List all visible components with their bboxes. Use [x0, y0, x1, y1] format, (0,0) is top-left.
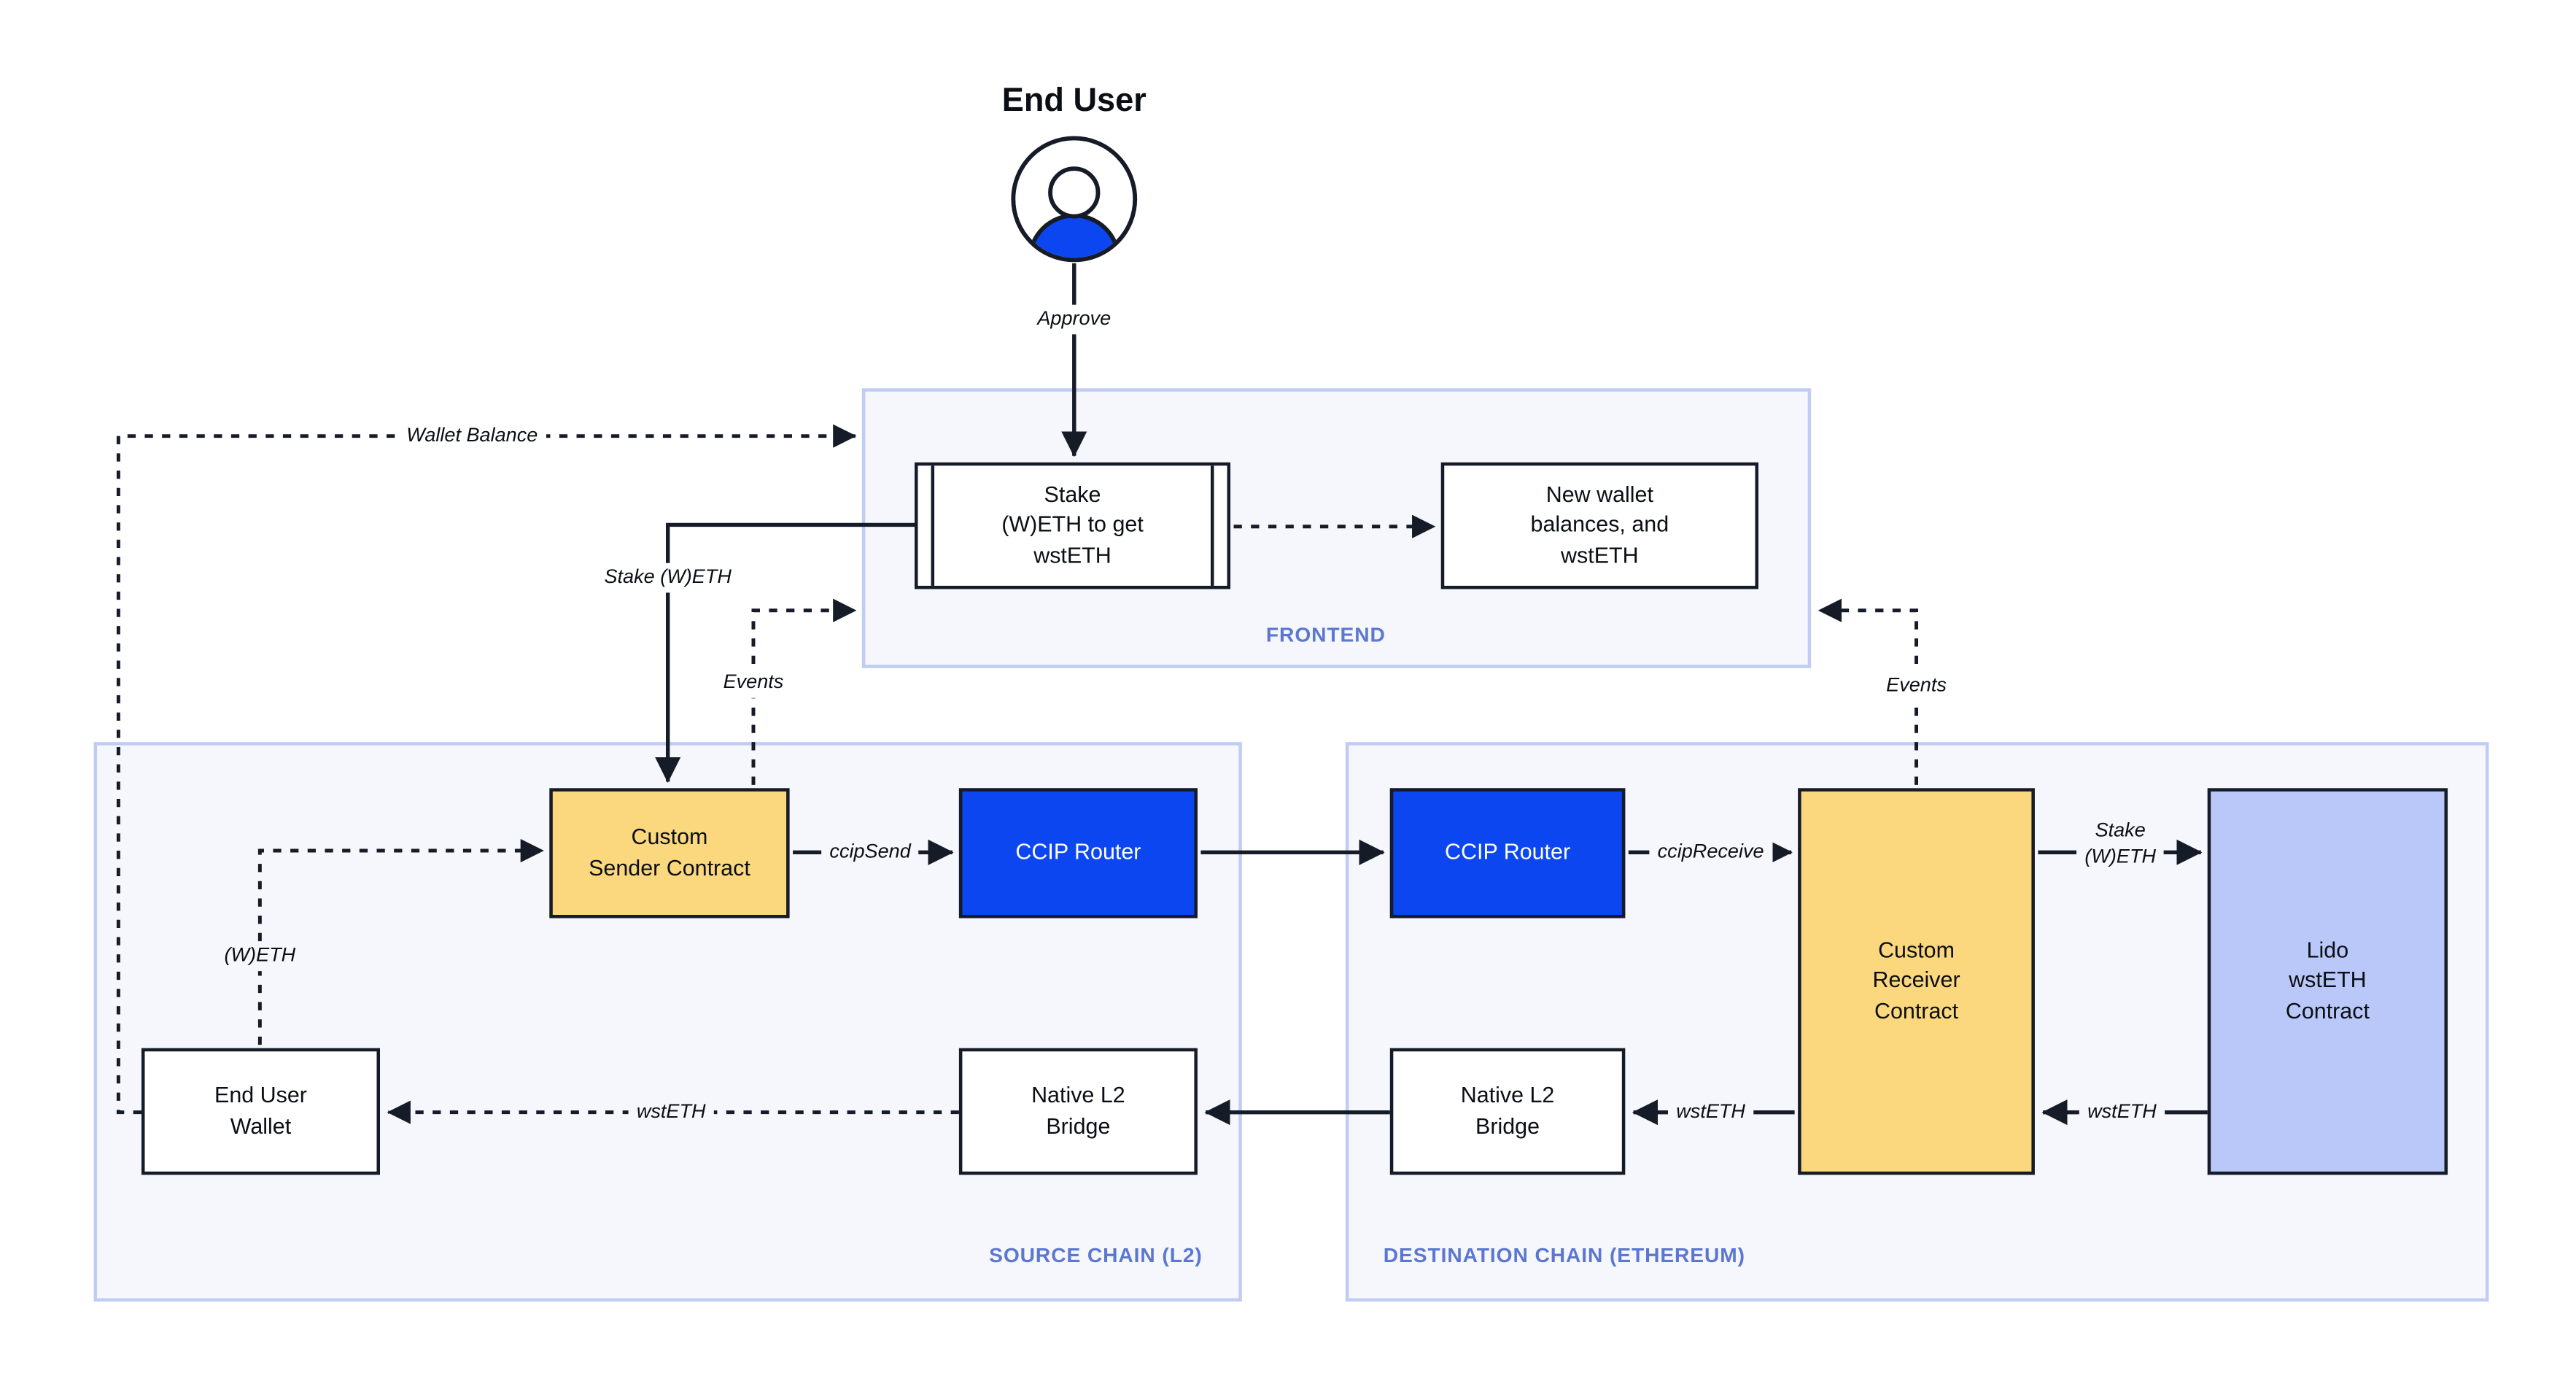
- wsteth-from-lido-label: wstETH: [2079, 1097, 2165, 1127]
- weth-label: (W)ETH: [216, 941, 304, 971]
- events-destination-label: Events: [1877, 671, 1955, 701]
- edge-events-destination: [1817, 598, 1919, 785]
- stake-weth-node: Stake (W)ETH to get wstETH: [915, 462, 1231, 589]
- ccip-send-label: ccipSend: [821, 838, 920, 867]
- wsteth-to-wallet-label: wstETH: [628, 1097, 714, 1127]
- events-source-label: Events: [715, 668, 792, 697]
- edge-wallet-balance: [116, 424, 857, 1115]
- custom-sender-contract-node: Custom Sender Contract: [549, 788, 790, 918]
- edge-weth: [257, 838, 544, 1045]
- destination-chain-label: DESTINATION CHAIN (ETHEREUM): [1383, 1244, 1745, 1267]
- end-user-icon: [1011, 136, 1138, 263]
- native-l2-bridge-source-node: Native L2 Bridge: [958, 1048, 1198, 1175]
- ccip-receive-label: ccipReceive: [1649, 838, 1772, 867]
- ccip-router-destination-node: CCIP Router: [1389, 788, 1626, 918]
- ccip-router-source-node: CCIP Router: [958, 788, 1198, 918]
- lido-wsteth-contract-node: Lido wstETH Contract: [2207, 788, 2448, 1175]
- custom-receiver-contract-node: Custom Receiver Contract: [1798, 788, 2035, 1175]
- stake-weth-label: Stake (W)ETH: [596, 562, 740, 592]
- frontend-label: FRONTEND: [1265, 623, 1386, 647]
- stake-weth-lido-label: Stake (W)ETH: [2076, 816, 2165, 872]
- approve-label: Approve: [1029, 304, 1120, 334]
- native-l2-bridge-destination-node: Native L2 Bridge: [1389, 1048, 1626, 1175]
- edge-events-source: [751, 598, 857, 785]
- wallet-balance-label: Wallet Balance: [398, 421, 546, 451]
- edge-stake-weth: [655, 522, 915, 784]
- end-user-title: End User: [1001, 82, 1147, 120]
- end-user-wallet-node: End User Wallet: [141, 1048, 380, 1175]
- new-wallet-balances-node: New wallet balances, and wstETH: [1440, 462, 1759, 589]
- source-chain-label: SOURCE CHAIN (L2): [989, 1244, 1203, 1267]
- wsteth-to-bridge-label: wstETH: [1667, 1097, 1754, 1127]
